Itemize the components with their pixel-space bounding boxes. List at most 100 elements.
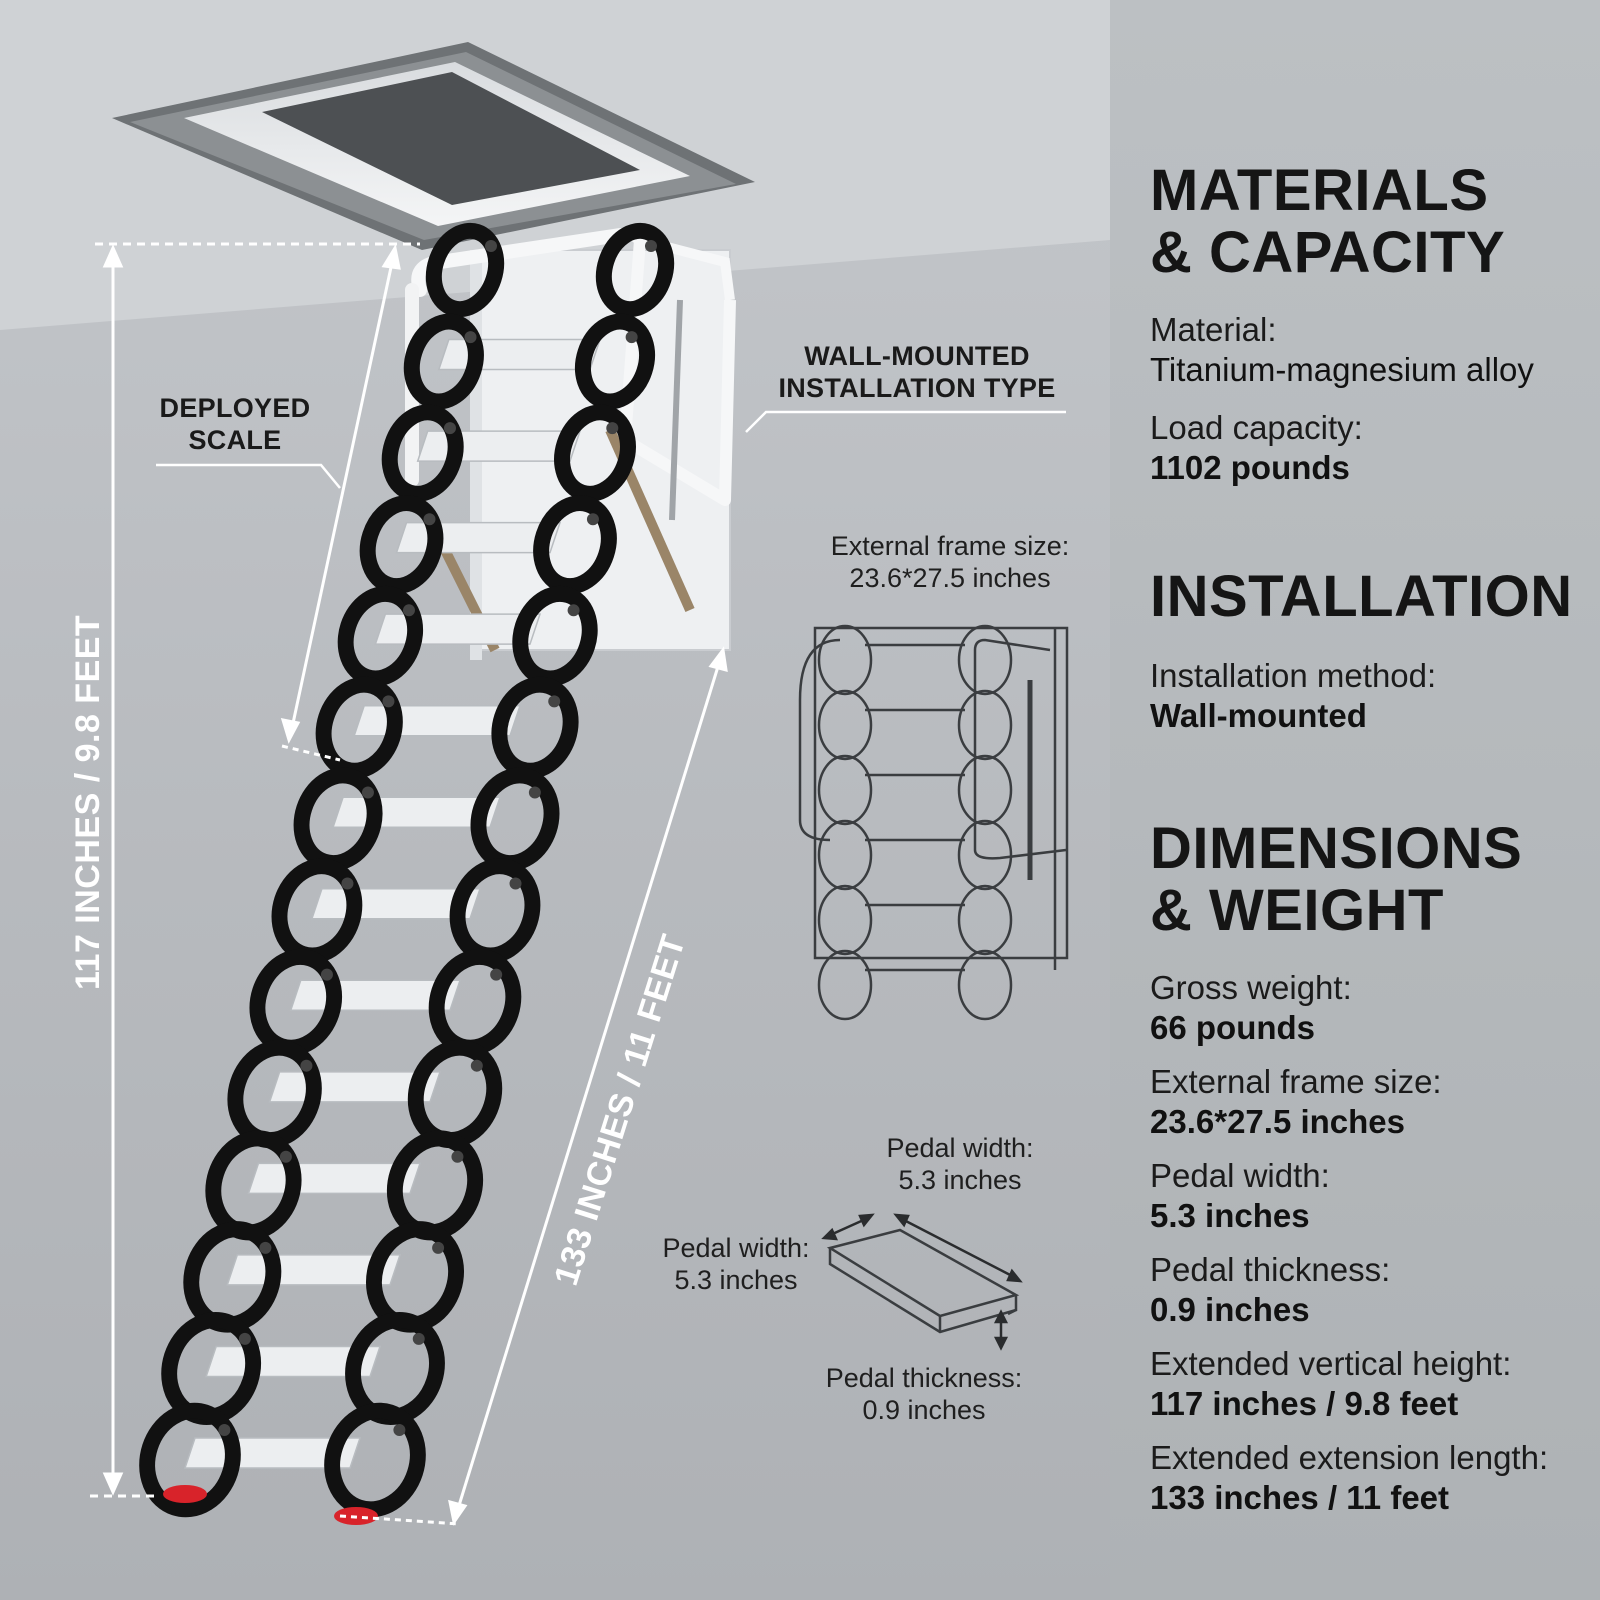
foot-pad-left [163, 1485, 207, 1503]
attic-hatch-icon [112, 42, 755, 250]
ladder-rivet [423, 513, 436, 526]
frame-size-note: External frame size: 23.6*27.5 inches [820, 530, 1080, 594]
spec-value: 133 inches / 11 feet [1150, 1479, 1450, 1516]
ladder-rivet [238, 1332, 251, 1345]
ladder-ring-left [425, 222, 505, 318]
vertical-height-label: 117 INCHES / 9.8 FEET [69, 614, 107, 990]
spec-vertical-height: Extended vertical height: 117 inches / 9… [1150, 1344, 1511, 1424]
ladder-ring-right [428, 948, 522, 1056]
heading-line: MATERIALS [1150, 158, 1489, 223]
ladder-ring-left [139, 1402, 241, 1518]
ladder-ring-left [381, 404, 464, 502]
spec-value: 1102 pounds [1150, 449, 1350, 486]
spec-label: External frame size: [1150, 1063, 1442, 1100]
ladder-rivet [279, 1150, 292, 1163]
heading-line: DIMENSIONS [1150, 816, 1523, 881]
sketch-ring-right [957, 884, 1013, 956]
pedal-thickness-note: Pedal thickness: 0.9 inches [814, 1362, 1034, 1426]
materials-heading: MATERIALS & CAPACITY [1150, 160, 1505, 284]
spec-value: 117 inches / 9.8 feet [1150, 1385, 1459, 1422]
ladder-rivet [567, 604, 580, 617]
ladder-rivet [402, 604, 415, 617]
pedal-sketch-icon [821, 1213, 1023, 1351]
spec-load-capacity: Load capacity: 1102 pounds [1150, 408, 1363, 488]
spec-material: Material: Titanium-magnesium alloy [1150, 310, 1534, 390]
sketch-ring-right [957, 819, 1013, 891]
note-value: 0.9 inches [862, 1395, 986, 1425]
ladder-rivet [412, 1332, 425, 1345]
ladder-rivet [320, 968, 333, 981]
ladder-rivet [470, 1059, 483, 1072]
sketch-ring-left [817, 624, 873, 696]
ladder-ring-right [533, 495, 617, 595]
ladder-rivet [218, 1424, 231, 1436]
ladder-rivet [361, 786, 374, 799]
dimensions-heading: DIMENSIONS & WEIGHT [1150, 818, 1522, 942]
ladder-rivet [548, 695, 561, 708]
sketch-ring-right [957, 624, 1013, 696]
note-value: 23.6*27.5 inches [849, 563, 1051, 593]
heading-line: & WEIGHT [1150, 878, 1444, 943]
sketch-ring-right [957, 949, 1013, 1021]
ladder-rivet [451, 1150, 464, 1163]
sketch-ring-right [957, 689, 1013, 761]
spec-label: Pedal width: [1150, 1157, 1330, 1194]
spec-label: Extended extension length: [1150, 1439, 1549, 1476]
ladder-rivet [464, 331, 477, 344]
note-value: 5.3 inches [898, 1165, 1022, 1195]
folded-ladder-sketch-icon [798, 624, 1069, 1021]
callout-line: INSTALLATION TYPE [778, 373, 1056, 403]
spec-value: 66 pounds [1150, 1009, 1316, 1046]
spec-value: 0.9 inches [1150, 1291, 1310, 1328]
ladder-rivet [300, 1059, 313, 1072]
ladder-rivet [645, 240, 657, 252]
note-label: External frame size: [830, 531, 1070, 561]
ladder-ring-right [554, 404, 636, 502]
sketch-ring-left [817, 949, 873, 1021]
ladder-rivet [586, 513, 599, 526]
ladder-rivet [485, 240, 497, 252]
spec-extension-length: Extended extension length: 133 inches / … [1150, 1438, 1548, 1518]
deployed-scale-callout: DEPLOYED SCALE [150, 392, 320, 456]
ladder-ring-right [449, 858, 541, 964]
ladder-ring-left [403, 313, 484, 410]
spec-gross-weight: Gross weight: 66 pounds [1150, 968, 1352, 1048]
callout-line: DEPLOYED [159, 393, 311, 423]
ladder-ring-left [359, 495, 444, 595]
spec-value: Wall-mounted [1150, 697, 1367, 734]
spec-value: 23.6*27.5 inches [1150, 1103, 1406, 1140]
heading-line: & CAPACITY [1150, 220, 1506, 285]
dimension-lines [90, 242, 1066, 1526]
product-scene: DEPLOYED SCALE WALL-MOUNTED INSTALLATION… [0, 0, 1110, 1600]
ladder-rivet [382, 695, 395, 708]
note-label: Pedal width: [886, 1133, 1034, 1163]
sketch-ring-left [817, 754, 873, 826]
spec-label: Gross weight: [1150, 969, 1352, 1006]
ladder-rivet [528, 786, 541, 799]
ladder-ring-right [470, 767, 560, 872]
callout-line: WALL-MOUNTED [804, 341, 1030, 371]
note-value: 5.3 inches [674, 1265, 798, 1295]
ladder-rivet [625, 331, 638, 344]
sketch-ring-left [817, 884, 873, 956]
scissor-ladder-icon [139, 222, 675, 1525]
spec-pedal-width: Pedal width: 5.3 inches [1150, 1156, 1330, 1236]
installation-heading: INSTALLATION [1150, 566, 1573, 628]
note-label: Pedal thickness: [825, 1363, 1023, 1393]
spec-installation-method: Installation method: Wall-mounted [1150, 656, 1436, 736]
sketch-ring-left [817, 819, 873, 891]
spec-label: Extended vertical height: [1150, 1345, 1512, 1382]
spec-frame-size: External frame size: 23.6*27.5 inches [1150, 1062, 1442, 1142]
spec-panel: MATERIALS & CAPACITY Material: Titanium-… [1110, 0, 1600, 1600]
pedal-width-top-note: Pedal width: 5.3 inches [870, 1132, 1050, 1196]
ladder-ring-right [595, 222, 675, 318]
ladder-ring-right [491, 676, 579, 779]
sketch-ring-right [957, 754, 1013, 826]
callout-line: SCALE [188, 425, 282, 455]
ladder-rivet [259, 1241, 272, 1254]
spec-label: Material: [1150, 311, 1277, 348]
ladder-ring-right [575, 313, 655, 410]
ladder-rivet [490, 968, 503, 981]
ladder-rivet [341, 877, 354, 890]
ladder-rivet [443, 422, 456, 435]
